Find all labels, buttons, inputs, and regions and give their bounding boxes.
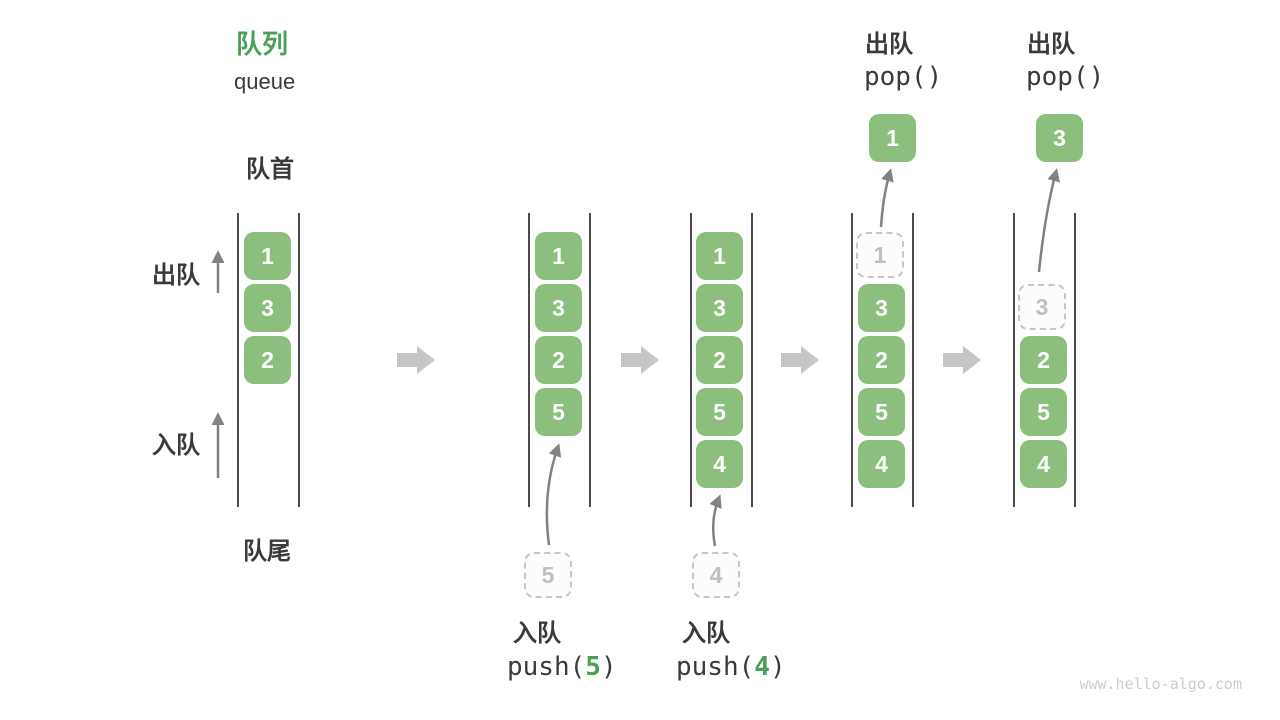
queue-item-box: 2 [858, 336, 905, 384]
transition-arrow-2 [621, 346, 659, 374]
queue-wall-line [690, 213, 692, 507]
queue-wall-line [912, 213, 914, 507]
queue-item-box: 5 [1020, 388, 1067, 436]
queue-wall-line [751, 213, 753, 507]
queue-item-box: 2 [535, 336, 582, 384]
queue-wall-line [1074, 213, 1076, 507]
queue-item-box: 1 [244, 232, 291, 280]
incoming-item-box: 4 [692, 552, 740, 598]
pop-1-arrow [879, 168, 894, 228]
queue-wall-line [237, 213, 239, 507]
queue-item-box: 4 [696, 440, 743, 488]
push-5-arrow [545, 443, 562, 546]
queue-item-box: 3 [696, 284, 743, 332]
page-title: 队列 [236, 29, 289, 59]
pop-3-arrow [1037, 168, 1060, 273]
watermark: www.hello-algo.com [1079, 675, 1242, 693]
code-post: ) [600, 652, 617, 682]
dequeue-op-code: pop() [864, 62, 943, 92]
queue-wall-line [589, 213, 591, 507]
incoming-item-box: 5 [524, 552, 572, 598]
queue-item-box: 1 [696, 232, 743, 280]
transition-arrow-4 [943, 346, 981, 374]
code-pre: push( [676, 652, 755, 682]
queue-rear-label: 队尾 [243, 538, 291, 565]
code-pre: push( [507, 652, 586, 682]
queue-front-label: 队首 [246, 156, 294, 183]
queue-item-box: 4 [1020, 440, 1067, 488]
enqueue-side-label: 入队 [152, 432, 200, 459]
popped-item-box: 1 [869, 114, 916, 162]
dequeue-side-label: 出队 [152, 262, 200, 289]
queue-item-box: 2 [1020, 336, 1067, 384]
dequeue-op-code: pop() [1026, 62, 1105, 92]
queue-item-box: 1 [535, 232, 582, 280]
removed-item-box: 1 [856, 232, 904, 278]
code-arg: 4 [754, 652, 770, 682]
queue-wall-line [298, 213, 300, 507]
queue-item-box: 2 [696, 336, 743, 384]
queue-wall-line [851, 213, 853, 507]
queue-item-box: 3 [858, 284, 905, 332]
enqueue-op-code: push(5) [507, 652, 617, 683]
code-arg: 5 [585, 652, 601, 682]
queue-item-box: 3 [244, 284, 291, 332]
push-4-arrow [709, 494, 722, 547]
dequeue-op-label: 出队 [865, 31, 913, 58]
popped-item-box: 3 [1036, 114, 1083, 162]
queue-item-box: 5 [858, 388, 905, 436]
enqueue-op-label: 入队 [513, 620, 561, 647]
transition-arrow-3 [781, 346, 819, 374]
removed-item-box: 3 [1018, 284, 1066, 330]
page-subtitle: queue [234, 69, 296, 94]
queue-item-box: 3 [535, 284, 582, 332]
transition-arrow-1 [397, 346, 435, 374]
code-post: ) [769, 652, 786, 682]
enqueue-op-label: 入队 [682, 620, 730, 647]
queue-item-box: 5 [696, 388, 743, 436]
queue-wall-line [528, 213, 530, 507]
queue-item-box: 5 [535, 388, 582, 436]
dequeue-op-label: 出队 [1027, 31, 1075, 58]
queue-wall-line [1013, 213, 1015, 507]
queue-item-box: 4 [858, 440, 905, 488]
queue-item-box: 2 [244, 336, 291, 384]
enqueue-op-code: push(4) [676, 652, 786, 683]
